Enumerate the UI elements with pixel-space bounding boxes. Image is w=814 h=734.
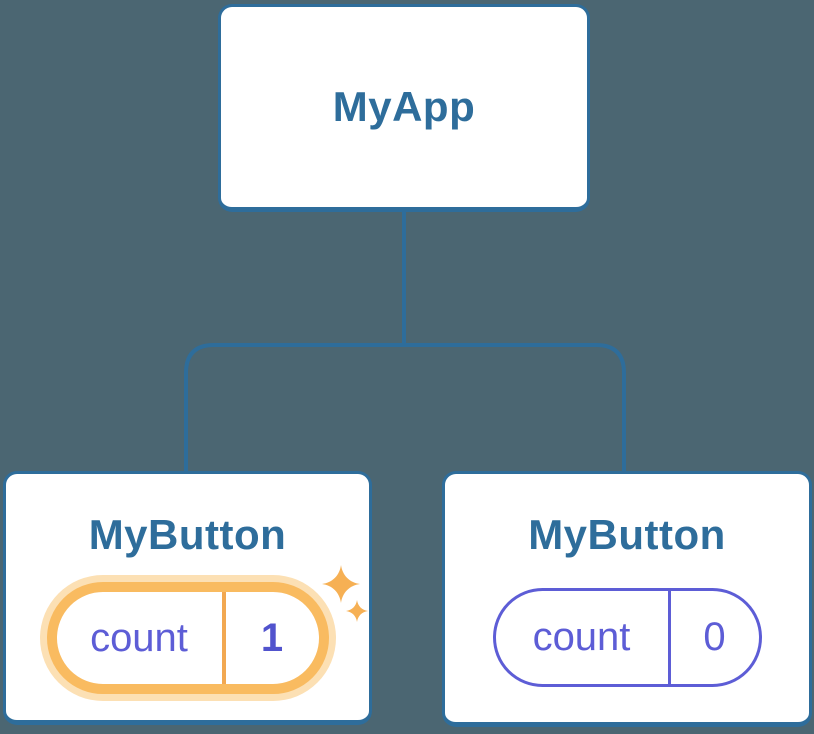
sparkle-icon	[346, 600, 368, 622]
state-value: 1	[260, 615, 284, 660]
state-divider	[221, 592, 226, 684]
node-label: MyButton	[88, 511, 287, 558]
state-badge-highlighted: count 1	[46, 582, 329, 694]
connector-branch	[184, 343, 626, 473]
state-badge: count 0	[492, 588, 762, 687]
state-key-label: count	[532, 615, 631, 659]
state-value: 0	[703, 615, 726, 659]
state-divider	[667, 591, 671, 684]
node-mybutton-1: MyButton count 1	[3, 471, 372, 725]
node-mybutton-2: MyButton count 0	[442, 471, 812, 727]
node-label: MyApp	[332, 83, 476, 130]
node-myapp: MyApp	[218, 4, 590, 212]
state-key-label: count	[90, 615, 188, 660]
sparkle-icon	[322, 565, 360, 603]
node-label: MyButton	[528, 511, 726, 558]
